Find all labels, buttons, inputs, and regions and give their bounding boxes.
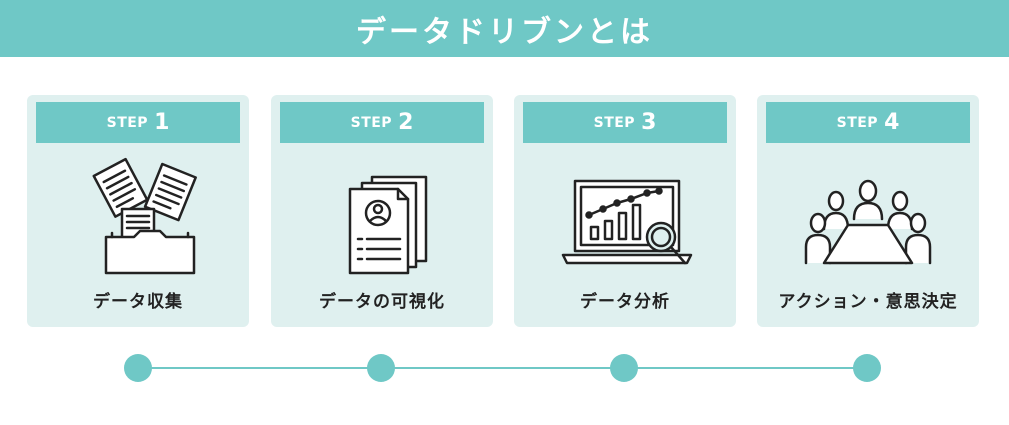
timeline-dot-2 [367, 354, 395, 382]
title-banner: データドリブンとは [0, 0, 1009, 57]
step-header-1: STEP 1 [36, 102, 240, 143]
profile-report-icon [348, 175, 428, 275]
step-number: 1 [154, 110, 170, 135]
timeline-dot-3 [610, 354, 638, 382]
timeline-dot-1 [124, 354, 152, 382]
step-label: データ収集 [93, 292, 183, 312]
step-header-2: STEP 2 [280, 102, 484, 143]
step-number: 4 [884, 110, 900, 135]
step-header-4: STEP 4 [766, 102, 970, 143]
step-number: 3 [641, 110, 657, 135]
step-word: STEP [106, 114, 149, 131]
meeting-table-icon [804, 179, 932, 265]
timeline-dot-4 [853, 354, 881, 382]
step-word: STEP [593, 114, 636, 131]
step-timeline [124, 354, 881, 382]
page-title: データドリブンとは [356, 14, 653, 50]
step-label: アクション・意思決定 [778, 292, 958, 312]
step-number: 2 [398, 110, 414, 135]
step-word: STEP [350, 114, 393, 131]
step-label: データ分析 [580, 292, 670, 312]
step-card-2: STEP 2 データの可視化 [271, 95, 493, 327]
laptop-chart-magnifier-icon [561, 179, 693, 265]
step-word: STEP [836, 114, 879, 131]
step-card-4: STEP 4 アクション・意思決定 [757, 95, 979, 327]
step-card-3: STEP 3 データ分析 [514, 95, 736, 327]
step-label: データの可視化 [319, 292, 445, 312]
documents-folder-icon [92, 157, 197, 275]
step-card-1: STEP 1 データ収集 [27, 95, 249, 327]
step-header-3: STEP 3 [523, 102, 727, 143]
